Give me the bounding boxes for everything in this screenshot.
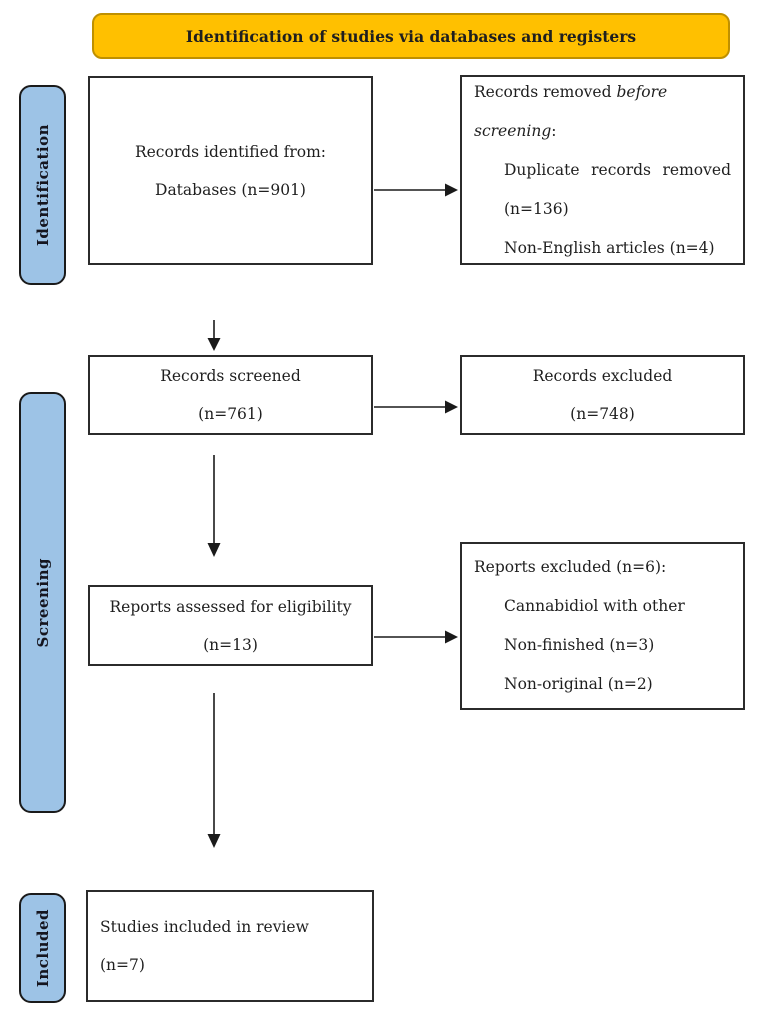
reports-excluded-item-non-finished: Non-finished (n=3) — [504, 636, 655, 654]
box-records-removed: Records removed before screening: Duplic… — [460, 75, 745, 265]
box-reports-excluded: Reports excluded (n=6): Cannabidiol with… — [460, 542, 745, 710]
records-screened-line2: (n=761) — [198, 405, 263, 423]
records-removed-item-duplicates: Duplicate records removed (n=136) — [504, 160, 731, 218]
arrow-assessed-to-included — [207, 693, 221, 848]
reports-excluded-item-cannabidiol: Cannabidiol with other — [504, 597, 685, 615]
stage-label-identification: Identification — [33, 123, 52, 247]
records-excluded-line2: (n=748) — [570, 405, 635, 423]
records-screened-line1: Records screened — [160, 367, 301, 385]
stage-label-included: Included — [33, 908, 52, 988]
banner-identification-via-databases: Identification of studies via databases … — [92, 13, 730, 59]
records-removed-heading-italic: before screening — [474, 82, 668, 140]
reports-excluded-item-non-original: Non-original (n=2) — [504, 675, 653, 693]
records-identified-line1: Records identified from: — [134, 142, 327, 161]
records-removed-item-non-english: Non-English articles (n=4) — [504, 238, 715, 257]
stage-bar-screening: Screening — [19, 392, 66, 813]
records-removed-heading: Records removed before screening: — [474, 73, 731, 151]
box-records-identified: Records identified from: Databases (n=90… — [88, 76, 373, 265]
reports-assessed-line1: Reports assessed for eligibility — [109, 597, 352, 616]
records-removed-heading-suffix: : — [551, 121, 557, 140]
records-excluded-line1: Records excluded — [532, 367, 673, 385]
box-records-screened: Records screened (n=761) — [88, 355, 373, 435]
records-removed-heading-prefix: Records removed — [474, 82, 617, 101]
studies-included-line2: (n=7) — [100, 956, 145, 974]
arrow-screened-to-excluded — [374, 400, 458, 414]
arrow-screened-to-assessed — [207, 455, 221, 557]
banner-title: Identification of studies via databases … — [185, 26, 637, 46]
arrow-identified-to-screened — [207, 320, 221, 351]
stage-bar-identification: Identification — [19, 85, 66, 285]
box-studies-included: Studies included in review (n=7) — [86, 890, 374, 1002]
reports-excluded-heading: Reports excluded (n=6): — [474, 558, 667, 576]
stage-bar-included: Included — [19, 893, 66, 1003]
stage-label-screening: Screening — [33, 557, 52, 648]
arrow-identified-to-removed — [374, 183, 458, 197]
arrow-assessed-to-reports-excluded — [374, 630, 458, 644]
records-identified-line2: Databases (n=901) — [155, 180, 306, 199]
box-reports-assessed: Reports assessed for eligibility (n=13) — [88, 585, 373, 666]
reports-assessed-line2: (n=13) — [203, 635, 258, 654]
studies-included-line1: Studies included in review — [100, 918, 309, 936]
box-records-excluded: Records excluded (n=748) — [460, 355, 745, 435]
